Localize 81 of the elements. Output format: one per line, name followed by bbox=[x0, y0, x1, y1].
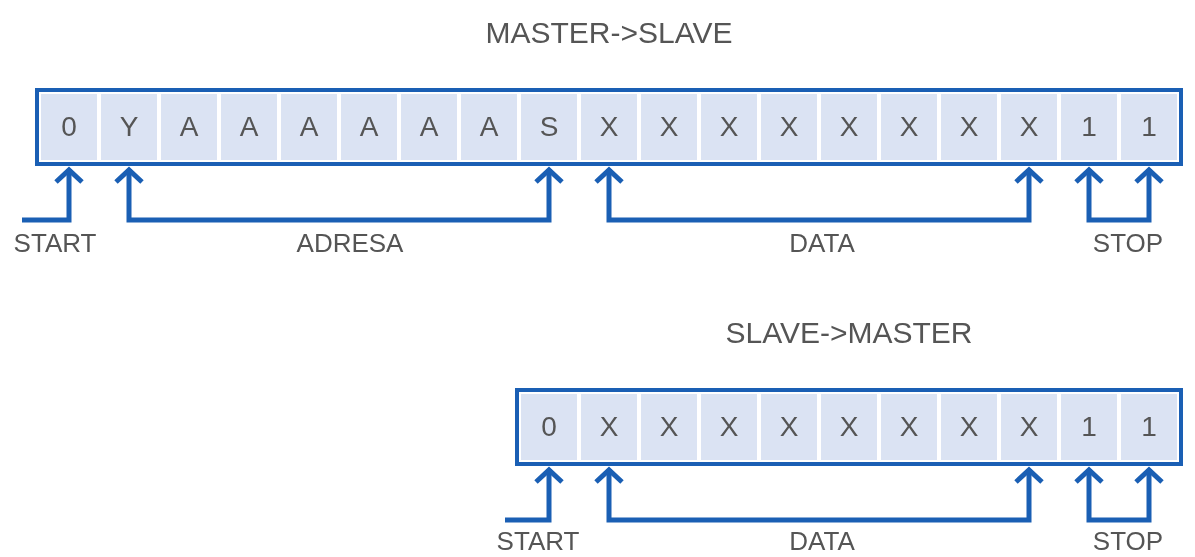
field-label: ADRESA bbox=[296, 228, 404, 259]
bit-cell bbox=[159, 92, 219, 162]
bit-value: X bbox=[839, 411, 859, 443]
bit-cell bbox=[699, 392, 759, 462]
bit-cell bbox=[519, 392, 579, 462]
bit-value: X bbox=[659, 411, 679, 443]
bit-cell bbox=[1119, 392, 1179, 462]
bit-cell bbox=[699, 92, 759, 162]
bit-cell bbox=[639, 92, 699, 162]
bit-cell bbox=[819, 92, 879, 162]
bit-value: X bbox=[779, 411, 799, 443]
bit-cell bbox=[99, 92, 159, 162]
bit-cell bbox=[339, 92, 399, 162]
bit-value: X bbox=[599, 411, 619, 443]
bit-cell bbox=[939, 392, 999, 462]
bit-cell bbox=[579, 392, 639, 462]
arrow bbox=[22, 167, 85, 223]
frame-heading: SLAVE->MASTER bbox=[725, 316, 973, 350]
bit-value: 0 bbox=[61, 111, 77, 143]
bit-cell bbox=[639, 392, 699, 462]
arrow bbox=[1128, 467, 1165, 523]
field-label: DATA bbox=[789, 526, 855, 557]
field-label: DATA bbox=[789, 228, 855, 259]
arrow bbox=[350, 167, 565, 223]
arrow bbox=[822, 167, 1045, 223]
bit-cell bbox=[759, 392, 819, 462]
arrow bbox=[1073, 167, 1128, 223]
arrow bbox=[1128, 167, 1165, 223]
bit-value: A bbox=[419, 111, 439, 143]
field-label: START bbox=[496, 526, 580, 557]
arrow bbox=[593, 467, 822, 523]
bit-value: 0 bbox=[541, 411, 557, 443]
bit-value: X bbox=[899, 111, 919, 143]
arrow bbox=[593, 167, 822, 223]
arrow bbox=[1073, 467, 1128, 523]
bit-cell bbox=[459, 92, 519, 162]
bit-value: 1 bbox=[1081, 111, 1097, 143]
arrow bbox=[113, 167, 350, 223]
bit-cell bbox=[399, 92, 459, 162]
bit-value: 1 bbox=[1141, 411, 1157, 443]
bit-value: X bbox=[959, 411, 979, 443]
bit-value: A bbox=[359, 111, 379, 143]
bit-value: X bbox=[899, 411, 919, 443]
bit-value: X bbox=[1019, 111, 1039, 143]
bit-cell bbox=[39, 92, 99, 162]
bit-cell bbox=[939, 92, 999, 162]
bit-value: X bbox=[719, 411, 739, 443]
bit-value: X bbox=[599, 111, 619, 143]
bit-cell bbox=[999, 92, 1059, 162]
bit-cell bbox=[759, 92, 819, 162]
bit-cell bbox=[999, 392, 1059, 462]
field-label: START bbox=[13, 228, 97, 259]
field-label: STOP bbox=[1092, 228, 1164, 259]
bit-cell bbox=[519, 92, 579, 162]
bit-value: X bbox=[959, 111, 979, 143]
bit-cell bbox=[1059, 392, 1119, 462]
bit-value: A bbox=[239, 111, 259, 143]
bit-value: Y bbox=[119, 111, 139, 143]
bit-value: 1 bbox=[1081, 411, 1097, 443]
bit-value: A bbox=[179, 111, 199, 143]
bit-value: X bbox=[719, 111, 739, 143]
bit-value: A bbox=[479, 111, 499, 143]
bit-value: 1 bbox=[1141, 111, 1157, 143]
bit-cell bbox=[819, 392, 879, 462]
bit-value: X bbox=[839, 111, 859, 143]
bit-value: X bbox=[659, 111, 679, 143]
bit-value: S bbox=[539, 111, 559, 143]
bit-value: X bbox=[779, 111, 799, 143]
bit-cell bbox=[279, 92, 339, 162]
bit-cell bbox=[879, 92, 939, 162]
bit-cell bbox=[1119, 92, 1179, 162]
bit-cell bbox=[219, 92, 279, 162]
bit-cell bbox=[879, 392, 939, 462]
bit-value: A bbox=[299, 111, 319, 143]
field-label: STOP bbox=[1092, 526, 1164, 557]
arrow bbox=[505, 467, 565, 523]
frame-heading: MASTER->SLAVE bbox=[485, 16, 733, 50]
bit-cell bbox=[1059, 92, 1119, 162]
bit-value: X bbox=[1019, 411, 1039, 443]
arrow bbox=[822, 467, 1045, 523]
bit-cell bbox=[579, 92, 639, 162]
